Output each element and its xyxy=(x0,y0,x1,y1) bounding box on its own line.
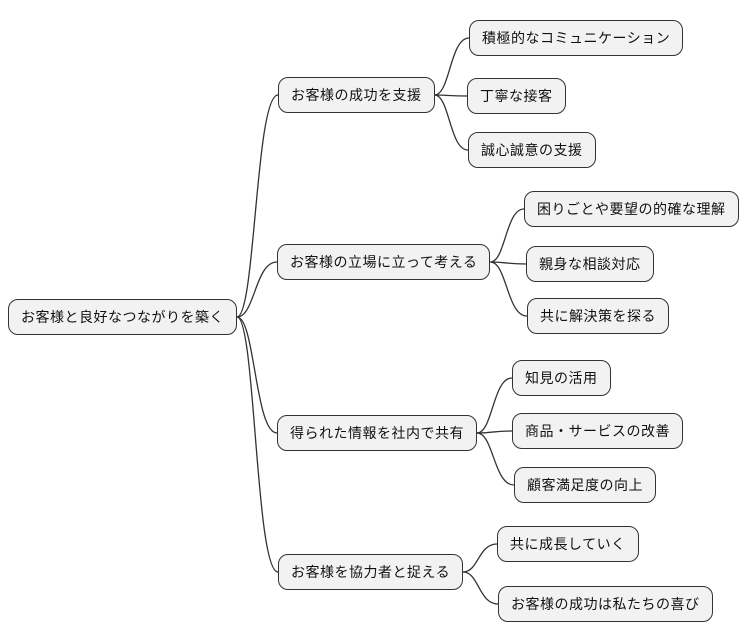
node-improve-customer-satisfaction: 顧客満足度の向上 xyxy=(514,467,656,503)
connector xyxy=(490,261,527,265)
node-attentive-consultation: 親身な相談対応 xyxy=(526,246,654,282)
node-utilize-knowledge: 知見の活用 xyxy=(512,360,611,396)
node-support-customer-success: お客様の成功を支援 xyxy=(278,77,435,113)
connector xyxy=(462,543,498,573)
node-customer-success-is-our-joy: お客様の成功は私たちの喜び xyxy=(498,586,713,622)
node-proactive-communication: 積極的なコミュニケーション xyxy=(469,20,684,56)
connector xyxy=(476,432,515,486)
node-think-from-customer-perspective: お客様の立場に立って考える xyxy=(277,244,491,280)
node-share-info-internally: 得られた情報を社内で共有 xyxy=(277,415,477,451)
connector xyxy=(434,37,470,96)
node-accurate-understanding-of-needs: 困りごとや要望の的確な理解 xyxy=(524,191,739,227)
node-sincere-support: 誠心誠意の支援 xyxy=(468,132,596,168)
node-explore-solutions-together: 共に解決策を探る xyxy=(527,298,669,334)
node-improve-products-services: 商品・サービスの改善 xyxy=(512,413,683,449)
connector xyxy=(236,94,279,318)
node-build-good-relationship: お客様と良好なつながりを築く xyxy=(8,299,237,335)
connector xyxy=(490,208,525,263)
connector xyxy=(490,261,528,317)
connector xyxy=(434,94,469,151)
connector xyxy=(236,316,279,573)
connector xyxy=(236,261,278,318)
node-polite-service: 丁寧な接客 xyxy=(467,78,566,114)
connector xyxy=(476,430,513,434)
connector xyxy=(462,571,499,605)
node-grow-together: 共に成長していく xyxy=(497,526,639,562)
connector xyxy=(236,316,278,434)
connector xyxy=(476,377,513,434)
connector xyxy=(434,94,468,97)
node-see-customer-as-partner: お客様を協力者と捉える xyxy=(278,554,464,590)
